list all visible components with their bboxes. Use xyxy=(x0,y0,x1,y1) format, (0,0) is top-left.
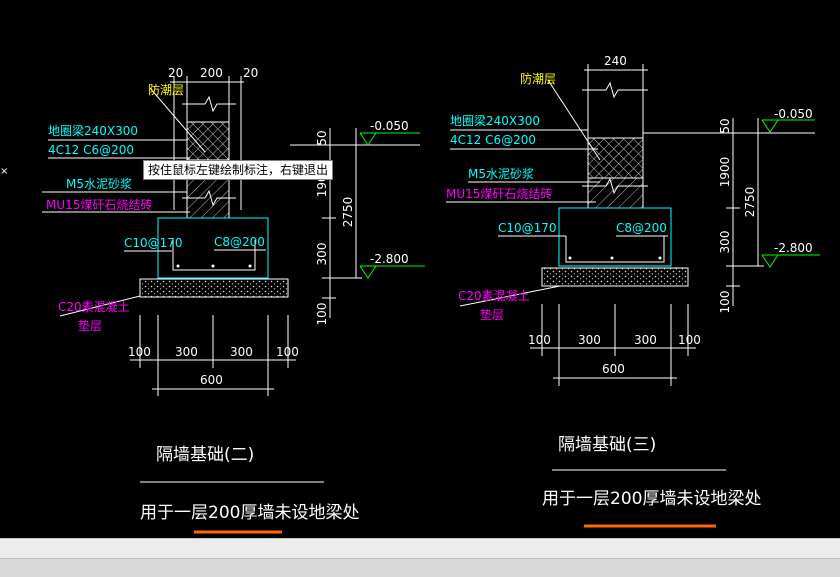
right-label-dianceng: 垫层 xyxy=(480,307,504,322)
left-vdim-50: 50 xyxy=(315,130,329,145)
left-label-mortar: M5水泥砂浆 xyxy=(66,176,132,191)
right-level-top: -0.050 xyxy=(774,107,813,121)
right-subtitle: 用于一层200厚墙未设地梁处 xyxy=(542,489,761,509)
right-label-fangchao: 防潮层 xyxy=(520,71,556,86)
right-level-bottom: -2.800 xyxy=(774,241,813,255)
right-dim-bottom-2: 300 xyxy=(578,333,601,347)
left-subtitle: 用于一层200厚墙未设地梁处 xyxy=(140,503,359,523)
status-strip xyxy=(0,558,840,577)
left-label-fangchao: 防潮层 xyxy=(148,82,184,97)
status-bar xyxy=(0,538,840,577)
right-label-beam: 地圈梁240X300 xyxy=(450,113,540,128)
left-label-beam: 地圈梁240X300 xyxy=(48,123,138,138)
right-vdim-1900: 1900 xyxy=(718,157,732,188)
right-dim-total: 600 xyxy=(602,362,625,376)
left-level-bottom: -2.800 xyxy=(370,252,409,266)
left-label-c10: C10@170 xyxy=(124,236,183,250)
right-label-brick: MU15煤矸石烧结砖 xyxy=(446,186,552,201)
right-vdim-2750: 2750 xyxy=(743,187,757,218)
right-label-c10: C10@170 xyxy=(498,221,557,235)
cad-drawing-canvas[interactable]: × 20 200 20 xyxy=(0,0,840,538)
left-dim-total: 600 xyxy=(200,373,223,387)
left-vdim-300: 300 xyxy=(315,243,329,266)
right-label-mortar: M5水泥砂浆 xyxy=(468,166,534,181)
right-vdim-50: 50 xyxy=(718,118,732,133)
left-detail: 20 200 20 防潮层 地圈梁240X300 4C12 C6@200 xyxy=(42,66,425,534)
left-label-dianceng: 垫层 xyxy=(78,318,102,333)
right-detail: 240 防潮层 地圈梁240X300 4C12 C6@200 M5水泥砂浆 MU… xyxy=(446,54,820,528)
right-dim-bottom-4: 100 xyxy=(678,333,701,347)
right-dim-bottom-1: 100 xyxy=(528,333,551,347)
left-vdim-2750: 2750 xyxy=(341,197,355,228)
right-dim-top: 240 xyxy=(604,54,627,68)
left-dim-top-1: 20 xyxy=(168,66,183,80)
left-vdim-100: 100 xyxy=(315,303,329,326)
left-level-top: -0.050 xyxy=(370,119,409,133)
right-vdim-300: 300 xyxy=(718,231,732,254)
right-vdim-100: 100 xyxy=(718,291,732,314)
left-dim-bottom-3: 300 xyxy=(230,345,253,359)
left-dim-top-3: 20 xyxy=(243,66,258,80)
right-dim-bottom-3: 300 xyxy=(634,333,657,347)
left-dim-top-2: 200 xyxy=(200,66,223,80)
cursor-tooltip: 按住鼠标左键绘制标注，右键退出 xyxy=(143,160,334,180)
left-label-c8: C8@200 xyxy=(214,235,265,249)
right-label-c20: C20素混凝土 xyxy=(458,288,530,303)
left-dim-bottom-1: 100 xyxy=(128,345,151,359)
left-title: 隔墙基础(二) xyxy=(156,445,254,465)
left-label-c20: C20素混凝土 xyxy=(58,299,130,314)
left-dim-bottom-2: 300 xyxy=(175,345,198,359)
right-label-rebar: 4C12 C6@200 xyxy=(450,133,536,147)
right-label-c8: C8@200 xyxy=(616,221,667,235)
right-title: 隔墙基础(三) xyxy=(558,435,656,455)
left-label-rebar: 4C12 C6@200 xyxy=(48,143,134,157)
left-label-brick: MU15煤矸石烧结砖 xyxy=(46,197,152,212)
left-dim-bottom-4: 100 xyxy=(276,345,299,359)
edge-marker: × xyxy=(0,166,8,177)
